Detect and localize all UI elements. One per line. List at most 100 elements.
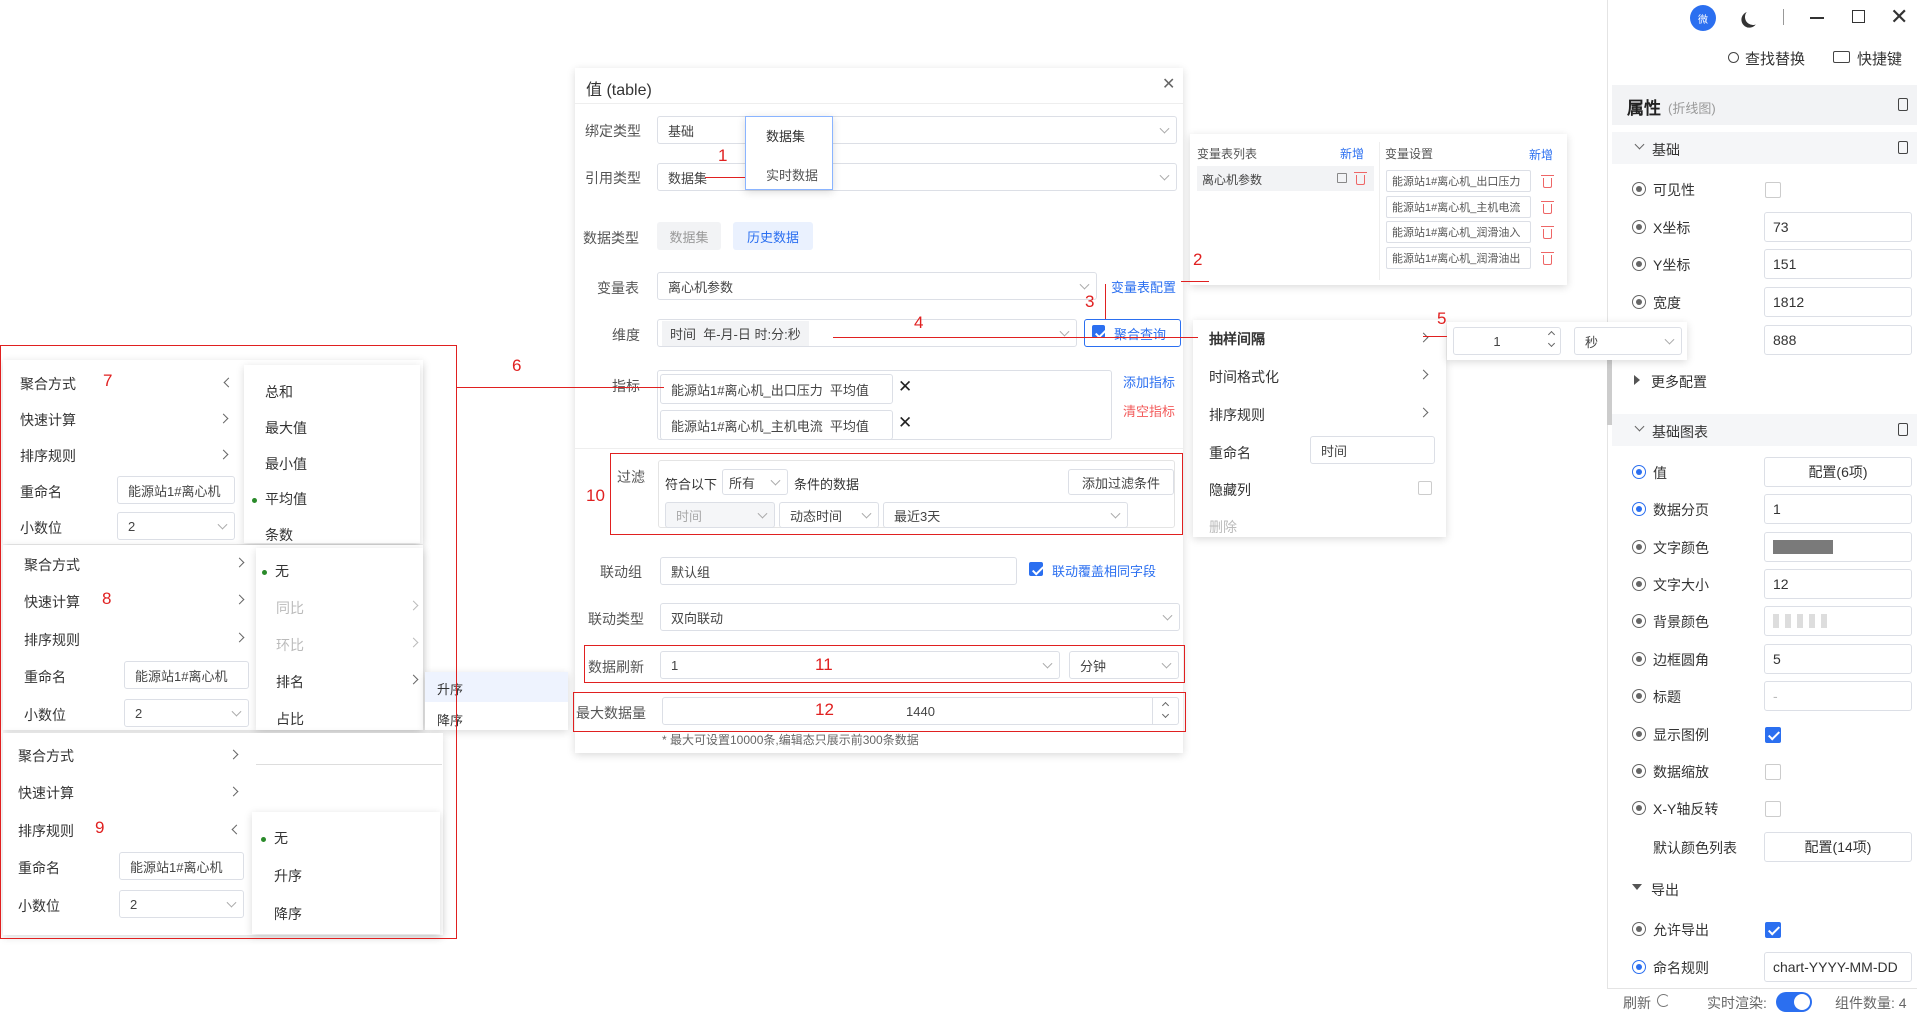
value-config-button[interactable]: 配置(6项) — [1764, 457, 1912, 487]
menu-item-rename[interactable]: 重命名 — [1209, 445, 1251, 461]
delete-icon[interactable] — [1354, 172, 1367, 185]
quick-option-mom[interactable]: 环比 — [276, 637, 304, 653]
menu-item-sort[interactable]: 排序规则 — [1209, 407, 1265, 423]
title-input[interactable]: - — [1764, 681, 1912, 711]
delete-icon[interactable] — [1541, 226, 1554, 239]
font-size-input[interactable]: 12 — [1764, 569, 1912, 599]
var-settings-add[interactable]: 新增 — [1529, 148, 1554, 162]
menu-item-quick-calc[interactable]: 快速计算 — [24, 594, 80, 610]
decimal-select[interactable]: 2 — [117, 512, 235, 540]
filter-field-select[interactable]: 时间 — [665, 502, 775, 528]
var-table-config-link[interactable]: 变量表配置 — [1111, 280, 1177, 295]
close-window-icon[interactable]: ✕ — [1890, 4, 1909, 29]
caret-down-icon[interactable] — [1632, 884, 1642, 890]
delete-icon[interactable] — [1541, 201, 1554, 214]
x-input[interactable]: 73 — [1764, 212, 1912, 242]
allow-export-checkbox[interactable] — [1765, 922, 1781, 938]
rename-input[interactable]: 能源站1#离心机 — [124, 661, 249, 689]
caret-right-icon[interactable] — [1634, 375, 1640, 385]
refresh-icon[interactable] — [1657, 994, 1670, 1007]
metric-tag[interactable]: 能源站1#离心机_主机电流 平均值 — [660, 410, 893, 440]
menu-item-rename[interactable]: 重命名 — [24, 669, 66, 685]
refresh-input[interactable]: 1 — [660, 651, 1060, 679]
naming-radio[interactable] — [1632, 960, 1646, 974]
add-filter-button[interactable]: 添加过滤条件 — [1068, 469, 1174, 495]
sample-unit-select[interactable]: 秒 — [1574, 327, 1682, 355]
visible-radio[interactable] — [1632, 182, 1646, 196]
keyboard-icon[interactable] — [1833, 51, 1850, 63]
var-setting-input[interactable]: 能源站1#离心机_出口压力 — [1386, 170, 1531, 192]
quick-option-yoy[interactable]: 同比 — [276, 600, 304, 616]
font-size-radio[interactable] — [1632, 577, 1646, 591]
palette-config-button[interactable]: 配置(14项) — [1764, 832, 1912, 862]
filter-type-select[interactable]: 动态时间 — [779, 502, 879, 528]
var-setting-input[interactable]: 能源站1#离心机_主机电流 — [1386, 196, 1531, 218]
dimension-tag[interactable]: 时间 年-月-日 时:分:秒 — [662, 320, 809, 346]
section-basic[interactable] — [1612, 132, 1917, 164]
var-setting-input[interactable]: 能源站1#离心机_润滑油出 — [1386, 247, 1531, 269]
menu-item-agg[interactable]: 聚合方式 — [20, 376, 76, 392]
zoom-radio[interactable] — [1632, 764, 1646, 778]
menu-item-sort[interactable]: 排序规则 — [24, 632, 80, 648]
var-list-item[interactable] — [1197, 166, 1374, 191]
page-input[interactable]: 1 — [1764, 494, 1912, 524]
rename-input[interactable]: 时间 — [1310, 436, 1435, 464]
y-input[interactable]: 151 — [1764, 249, 1912, 279]
bind-type-select[interactable]: 基础 — [657, 116, 1177, 144]
menu-item-agg[interactable]: 聚合方式 — [24, 557, 80, 573]
menu-item-sample[interactable]: 抽样间隔 — [1209, 331, 1265, 347]
filter-mode-select[interactable]: 所有 — [722, 469, 788, 495]
legend-checkbox[interactable] — [1765, 727, 1781, 743]
metric-tag[interactable]: 能源站1#离心机_出口压力 平均值 — [660, 374, 893, 404]
agg-option-max[interactable]: 最大值 — [265, 420, 307, 436]
menu-item-time-format[interactable]: 时间格式化 — [1209, 369, 1279, 385]
dimension-select[interactable]: 时间 年-月-日 时:分:秒 — [657, 319, 1077, 347]
realtime-toggle[interactable] — [1776, 992, 1812, 1012]
clear-metric-link[interactable]: 清空指标 — [1123, 404, 1176, 419]
radius-input[interactable]: 5 — [1764, 644, 1912, 674]
allow-export-radio[interactable] — [1632, 922, 1646, 936]
clipboard-icon[interactable] — [1898, 141, 1908, 154]
title-radio[interactable] — [1632, 689, 1646, 703]
text-color-radio[interactable] — [1632, 540, 1646, 554]
menu-item-rename[interactable]: 重命名 — [20, 484, 62, 500]
more-config[interactable]: 更多配置 — [1651, 374, 1707, 390]
decimal-select[interactable]: 2 — [124, 699, 249, 727]
refresh-unit-select[interactable]: 分钟 — [1069, 651, 1179, 679]
menu-item-quick-calc[interactable]: 快速计算 — [18, 785, 74, 801]
refresh-button[interactable]: 刷新 — [1623, 995, 1651, 1011]
var-setting-input[interactable]: 能源站1#离心机_润滑油入 — [1386, 221, 1531, 243]
agg-option-min[interactable]: 最小值 — [265, 456, 307, 472]
menu-item-delete[interactable]: 删除 — [1209, 519, 1237, 535]
link-cover-checkbox[interactable] — [1029, 562, 1043, 576]
delete-icon[interactable] — [1541, 175, 1554, 188]
agg-option-avg[interactable]: 平均值 — [252, 489, 307, 509]
width-input[interactable]: 1812 — [1764, 287, 1912, 317]
menu-item-decimal[interactable]: 小数位 — [18, 898, 60, 914]
maximize-icon[interactable] — [1852, 10, 1865, 23]
panel-scrollbar[interactable] — [1607, 345, 1612, 425]
sample-input[interactable]: 1 — [1453, 327, 1561, 355]
add-metric-link[interactable]: 添加指标 — [1123, 375, 1176, 390]
menu-item-hide[interactable]: 隐藏列 — [1209, 482, 1251, 498]
shortcut-button[interactable]: 快捷键 — [1857, 51, 1903, 68]
quick-option-none[interactable]: 无 — [262, 561, 289, 581]
text-color-picker[interactable] — [1764, 532, 1912, 562]
agg-option-count[interactable]: 条数 — [265, 527, 293, 543]
remove-metric-icon[interactable]: ✕ — [898, 377, 913, 396]
clipboard-icon[interactable] — [1898, 423, 1908, 436]
sort-option-none[interactable]: 无 — [261, 828, 288, 848]
menu-item-agg[interactable]: 聚合方式 — [18, 748, 74, 764]
swap-checkbox[interactable] — [1765, 801, 1781, 817]
find-replace-button[interactable]: 查找替换 — [1745, 51, 1806, 68]
x-radio[interactable] — [1632, 220, 1646, 234]
height-input[interactable]: 888 — [1764, 325, 1912, 355]
sort-option-desc[interactable]: 降序 — [274, 906, 302, 922]
y-radio[interactable] — [1632, 257, 1646, 271]
ref-option-realtime[interactable]: 实时数据 — [766, 168, 819, 183]
rename-input[interactable]: 能源站1#离心机 — [117, 476, 235, 504]
edit-icon[interactable] — [1337, 173, 1347, 183]
agg-query-toggle[interactable] — [1084, 319, 1181, 347]
visible-checkbox[interactable] — [1765, 182, 1781, 198]
ref-option-dataset[interactable]: 数据集 — [766, 129, 806, 144]
